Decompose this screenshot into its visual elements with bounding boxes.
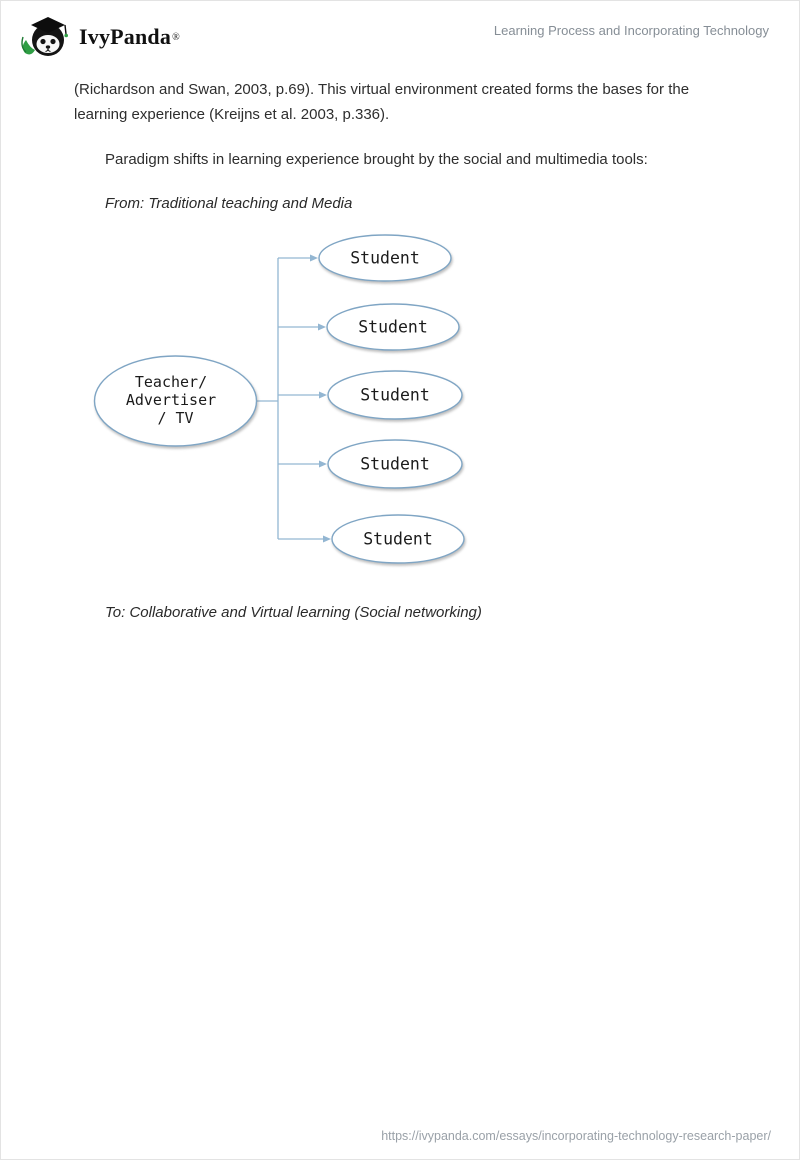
student-label-2: Student (358, 318, 428, 337)
teacher-node: Teacher/ Advertiser / TV (93, 355, 258, 447)
ivy-leaf (22, 40, 35, 55)
graduation-cap (31, 17, 65, 33)
ivypanda-logo-icon (21, 17, 68, 56)
student-ellipse-4 (327, 439, 463, 489)
caption-to: To: Collaborative and Virtual learning (… (105, 604, 482, 621)
arrowhead-icon-4 (319, 460, 327, 468)
page-header: IvyPanda® Learning Process and Incorpora… (1, 1, 799, 63)
panda-nose (45, 45, 51, 49)
student-node-2: Student (326, 303, 460, 351)
document-body: (Richardson and Swan, 2003, p.69). This … (1, 77, 799, 621)
student-label-4: Student (360, 455, 430, 474)
student-node-4: Student (327, 439, 463, 489)
arrowhead-icon-5 (323, 535, 331, 543)
panda-eye-right (50, 38, 56, 45)
connector-lines (256, 254, 331, 543)
teacher-student-diagram: Teacher/ Advertiser / TV Student Student (93, 234, 465, 564)
ivy-stem (21, 36, 27, 53)
student-node-1: Student (318, 234, 452, 282)
panda-mouth (45, 48, 51, 52)
cap-tassel-tip (64, 33, 68, 38)
brand-name: IvyPanda (79, 24, 172, 49)
student-label-1: Student (350, 249, 420, 268)
footer-url-link[interactable]: https://ivypanda.com/essays/incorporatin… (381, 1129, 771, 1143)
student-label-3: Student (360, 386, 430, 405)
page-footer: https://ivypanda.com/essays/incorporatin… (381, 1127, 771, 1145)
teacher-label: Teacher/ Advertiser / TV (126, 373, 225, 427)
cap-tassel (64, 24, 67, 35)
student-node-5: Student (331, 514, 465, 564)
student-node-3: Student (327, 370, 463, 420)
brand[interactable]: IvyPanda® (19, 13, 180, 61)
student-label-5: Student (363, 530, 433, 549)
student-ellipse-1 (318, 234, 452, 282)
caption-from: From: Traditional teaching and Media (105, 195, 353, 212)
paragraph-paradigm: Paradigm shifts in learning experience b… (105, 151, 648, 168)
paragraph-intro: (Richardson and Swan, 2003, p.69). This … (74, 81, 690, 123)
page-title: Learning Process and Incorporating Techn… (493, 23, 769, 38)
student-ellipse-3 (327, 370, 463, 420)
arrowhead-icon-1 (310, 254, 318, 262)
panda-eye-left (40, 38, 46, 45)
teacher-ellipse (93, 355, 258, 447)
student-ellipse-5 (331, 514, 465, 564)
student-ellipse-2 (326, 303, 460, 351)
arrowhead-icon-2 (318, 323, 326, 331)
registered-mark: ® (172, 31, 180, 43)
arrowhead-icon-3 (319, 391, 327, 399)
diagram-container: Teacher/ Advertiser / TV Student Student (91, 230, 739, 580)
